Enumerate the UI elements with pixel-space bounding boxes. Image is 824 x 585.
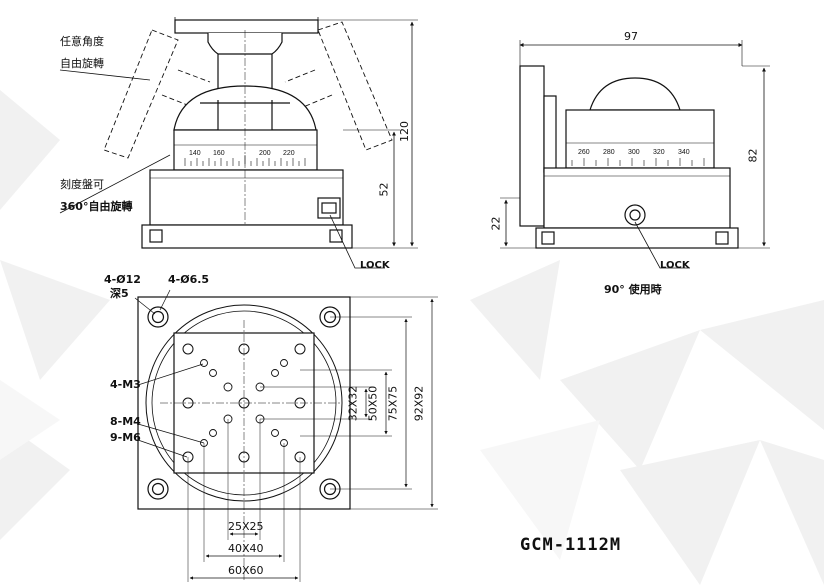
label-dial-1: 刻度盤可 [60, 178, 104, 191]
dim-height-52: 52 [377, 182, 391, 197]
label-m6: 9-M6 [110, 431, 141, 444]
label-free-angle-1: 任意角度 [60, 35, 104, 48]
top-view [134, 289, 438, 582]
dim-height-120: 120 [398, 121, 411, 142]
dim-height-22: 22 [489, 216, 503, 231]
label-m3: 4-M3 [110, 378, 141, 391]
scale-side-1: 280 [603, 149, 615, 156]
dim-60x60: 60X60 [228, 564, 264, 577]
label-free-angle-2: 自由旋轉 [60, 57, 104, 70]
dim-40x40: 40X40 [228, 542, 264, 555]
dim-32x32: 32X32 [346, 385, 360, 422]
scale-front-2: 200 [259, 150, 271, 157]
dim-width-97: 97 [624, 30, 638, 43]
scale-side-2: 300 [628, 149, 640, 156]
label-m4: 8-M4 [110, 415, 141, 428]
label-hole-12: 4-Ø12 [104, 273, 141, 286]
dim-75x75: 75X75 [386, 385, 400, 422]
front-view [59, 17, 418, 269]
scale-front-3: 220 [283, 150, 295, 157]
label-dial-2: 360°自由旋轉 [60, 200, 133, 213]
model-number: GCM-1112M [520, 535, 622, 555]
scale-front-1: 160 [213, 150, 225, 157]
label-hole-12-depth: 深5 [110, 287, 129, 300]
dim-height-82: 82 [746, 148, 760, 163]
dim-92x92: 92X92 [412, 385, 426, 422]
dim-25x25: 25X25 [228, 520, 264, 533]
scale-side-4: 340 [678, 149, 690, 156]
label-lock-front: LOCK [360, 260, 390, 271]
side-view [500, 40, 770, 269]
label-lock-side: LOCK [660, 260, 690, 271]
label-hole-65: 4-Ø6.5 [168, 273, 210, 286]
label-side-note: 90° 使用時 [604, 283, 662, 296]
scale-front-0: 140 [189, 150, 201, 157]
dim-50x50: 50X50 [366, 385, 380, 422]
scale-side-0: 260 [578, 149, 590, 156]
scale-side-3: 320 [653, 149, 665, 156]
